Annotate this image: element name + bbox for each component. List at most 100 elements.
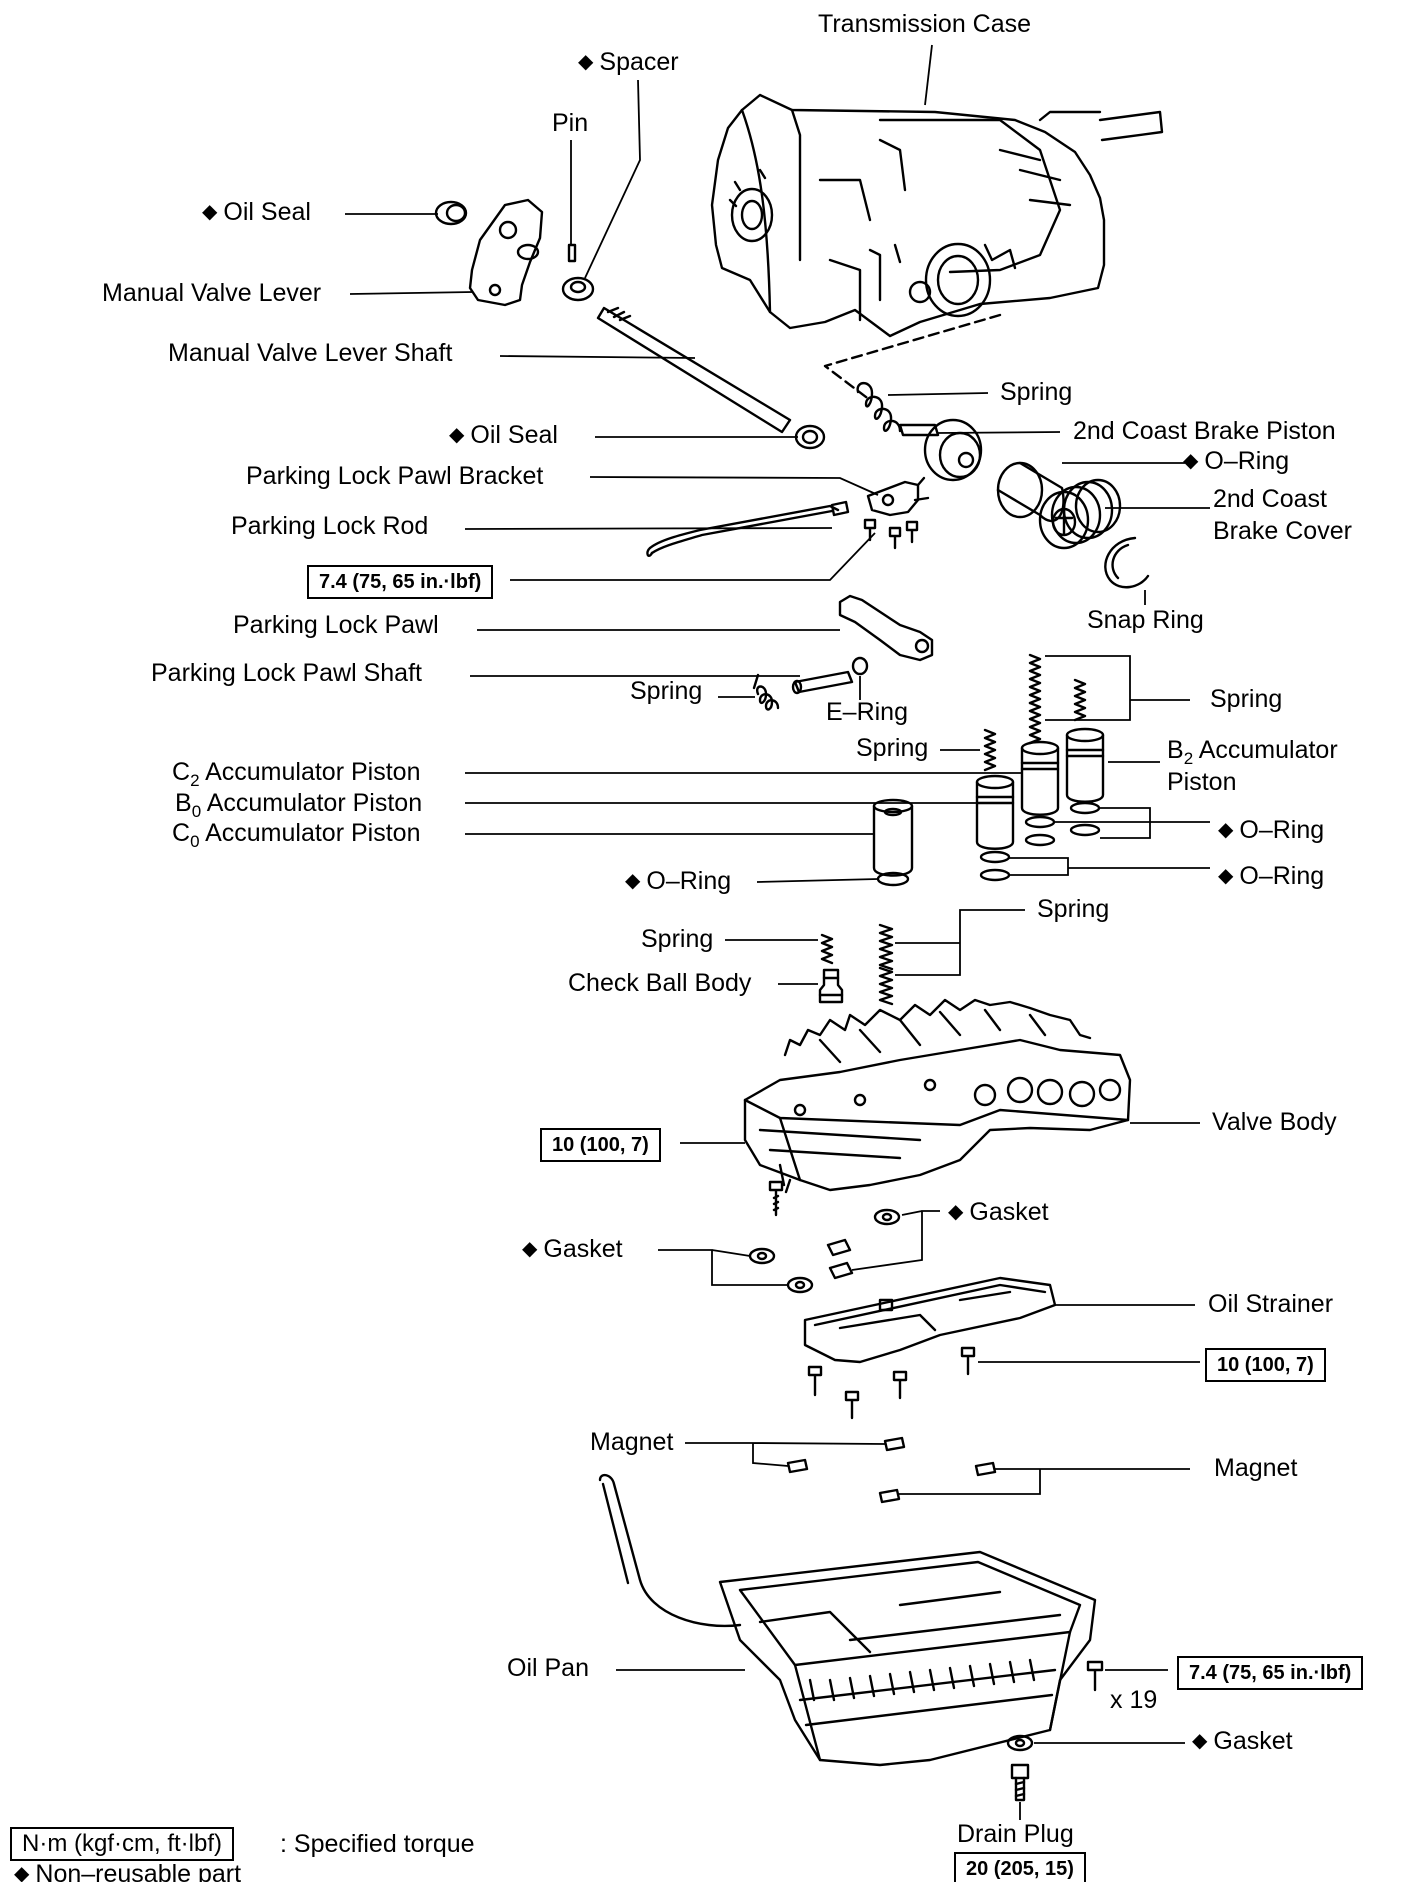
- torque-oil-pan: 7.4 (75, 65 in.·lbf): [1177, 1656, 1364, 1690]
- dashed-link: [823, 313, 1002, 402]
- label-coast-brake-cover-2: Brake Cover: [1213, 517, 1352, 545]
- torque-oil-strainer: 10 (100, 7): [1205, 1348, 1326, 1382]
- label-spring-right: Spring: [1210, 685, 1283, 713]
- pawl-shaft-drawing: [791, 670, 854, 695]
- b0-piston-drawing: [975, 774, 1015, 850]
- non-reusable-icon: ◆: [449, 424, 465, 446]
- label-o-ring-r1: ◆O–Ring: [1218, 816, 1325, 844]
- c2-piston-drawing: [1020, 740, 1060, 816]
- label-parking-lock-rod: Parking Lock Rod: [231, 512, 429, 540]
- manual-valve-lever-drawing: [468, 198, 544, 307]
- valve-body-bolt-drawing: [768, 1180, 784, 1217]
- label-spring-pawl: Spring: [630, 677, 703, 705]
- pin-drawing: [567, 243, 577, 263]
- label-spring-lower: Spring: [1037, 895, 1110, 923]
- label-c2-accumulator-piston: C2 Accumulator Piston: [172, 758, 421, 790]
- non-reusable-icon: ◆: [14, 1863, 30, 1882]
- non-reusable-icon: ◆: [948, 1201, 964, 1223]
- label-o-ring-r2: ◆O–Ring: [1218, 862, 1325, 890]
- check-ball-body-drawing: [818, 968, 844, 1004]
- label-manual-valve-lever: Manual Valve Lever: [102, 279, 322, 307]
- label-gasket-bottom: ◆Gasket: [1192, 1727, 1293, 1755]
- oil-seal-mid-drawing: [794, 424, 826, 450]
- o-rings-drawing: [876, 801, 1101, 887]
- legend-torque-text: : Specified torque: [280, 1830, 475, 1858]
- label-parking-lock-pawl-shaft: Parking Lock Pawl Shaft: [151, 659, 422, 687]
- label-transmission-case: Transmission Case: [818, 10, 1032, 38]
- label-coast-brake-piston: 2nd Coast Brake Piston: [1073, 417, 1336, 445]
- label-valve-body: Valve Body: [1212, 1108, 1337, 1136]
- o-ring-top-drawing: [996, 461, 1065, 522]
- torque-drain-plug: 20 (205, 15): [954, 1852, 1086, 1882]
- non-reusable-icon: ◆: [625, 870, 641, 892]
- label-gasket-right: ◆Gasket: [948, 1198, 1049, 1226]
- oil-seal-top-drawing: [434, 200, 468, 226]
- label-o-ring-top: ◆O–Ring: [1183, 447, 1290, 475]
- label-parking-lock-pawl-bracket: Parking Lock Pawl Bracket: [246, 462, 544, 490]
- torque-parking-bracket: 7.4 (75, 65 in.·lbf): [307, 565, 494, 599]
- label-parking-lock-pawl: Parking Lock Pawl: [233, 611, 439, 639]
- label-magnet-left: Magnet: [590, 1428, 674, 1456]
- magnets-drawing: [786, 1436, 997, 1504]
- c0-piston-drawing: [872, 798, 914, 877]
- valve-body-drawing: [743, 998, 1132, 1194]
- small-gaskets-drawing: [748, 1208, 901, 1294]
- label-gasket-left: ◆Gasket: [522, 1235, 623, 1263]
- drain-plug-drawing: [1010, 1763, 1030, 1802]
- legend-nonreusable: ◆Non–reusable part: [14, 1862, 241, 1882]
- non-reusable-icon: ◆: [578, 51, 594, 73]
- pan-bolt-drawing: [1086, 1660, 1104, 1692]
- label-coast-brake-cover-1: 2nd Coast: [1213, 485, 1327, 513]
- non-reusable-icon: ◆: [1183, 450, 1199, 472]
- coast-piston-drawing: [898, 418, 983, 482]
- label-pin: Pin: [552, 109, 589, 137]
- label-magnet-right: Magnet: [1214, 1454, 1298, 1482]
- label-snap-ring: Snap Ring: [1087, 606, 1204, 634]
- non-reusable-icon: ◆: [1192, 1730, 1208, 1752]
- leader-lines: [345, 44, 1210, 1820]
- non-reusable-icon: ◆: [522, 1238, 538, 1260]
- non-reusable-icon: ◆: [1218, 865, 1234, 887]
- label-spring-top: Spring: [1000, 378, 1073, 406]
- accumulator-springs: [820, 653, 1087, 1006]
- label-x19: x 19: [1110, 1686, 1158, 1714]
- label-c0-accumulator-piston: C0 Accumulator Piston: [172, 819, 421, 851]
- label-o-ring-left: ◆O–Ring: [625, 867, 732, 895]
- oil-pan-drawing: [598, 1473, 1097, 1767]
- label-b0-accumulator-piston: B0 Accumulator Piston: [175, 789, 423, 821]
- label-b2-piston: Piston: [1167, 768, 1237, 796]
- coast-brake-cover-drawing: [1038, 478, 1122, 550]
- label-check-ball-body: Check Ball Body: [568, 969, 752, 997]
- label-manual-valve-lever-shaft: Manual Valve Lever Shaft: [168, 339, 453, 367]
- label-e-ring: E–Ring: [826, 698, 908, 726]
- label-spring-check: Spring: [641, 925, 714, 953]
- parking-bracket-drawing: [866, 476, 930, 517]
- label-oil-strainer: Oil Strainer: [1208, 1290, 1334, 1318]
- e-ring-drawing: [851, 656, 869, 676]
- legend-torque-box: N·m (kgf·cm, ft·lbf): [10, 1827, 234, 1861]
- coast-spring-drawing: [856, 381, 902, 433]
- label-oil-pan: Oil Pan: [507, 1654, 589, 1682]
- drain-gasket-drawing: [1006, 1734, 1034, 1752]
- label-b2-accumulator: B2 Accumulator: [1167, 736, 1338, 768]
- non-reusable-icon: ◆: [202, 201, 218, 223]
- parking-pawl-drawing: [838, 594, 934, 662]
- snap-ring-drawing: [1104, 536, 1150, 589]
- torque-valve-body: 10 (100, 7): [540, 1128, 661, 1162]
- label-spring-mid: Spring: [856, 734, 929, 762]
- strainer-bolts-drawing: [807, 1346, 976, 1420]
- non-reusable-icon: ◆: [1218, 819, 1234, 841]
- spacer-drawing: [561, 276, 595, 302]
- pawl-spring-drawing: [752, 673, 780, 711]
- label-oil-seal-top: ◆Oil Seal: [202, 198, 311, 226]
- parking-rod-drawing: [646, 500, 850, 557]
- transmission-case-drawing: [710, 93, 1164, 338]
- b2-piston-drawing: [1065, 727, 1105, 803]
- lever-shaft-drawing: [596, 306, 792, 434]
- label-spacer: ◆Spacer: [578, 48, 679, 76]
- oil-strainer-drawing: [803, 1276, 1057, 1364]
- label-drain-plug: Drain Plug: [957, 1820, 1074, 1848]
- label-oil-seal-mid: ◆Oil Seal: [449, 421, 558, 449]
